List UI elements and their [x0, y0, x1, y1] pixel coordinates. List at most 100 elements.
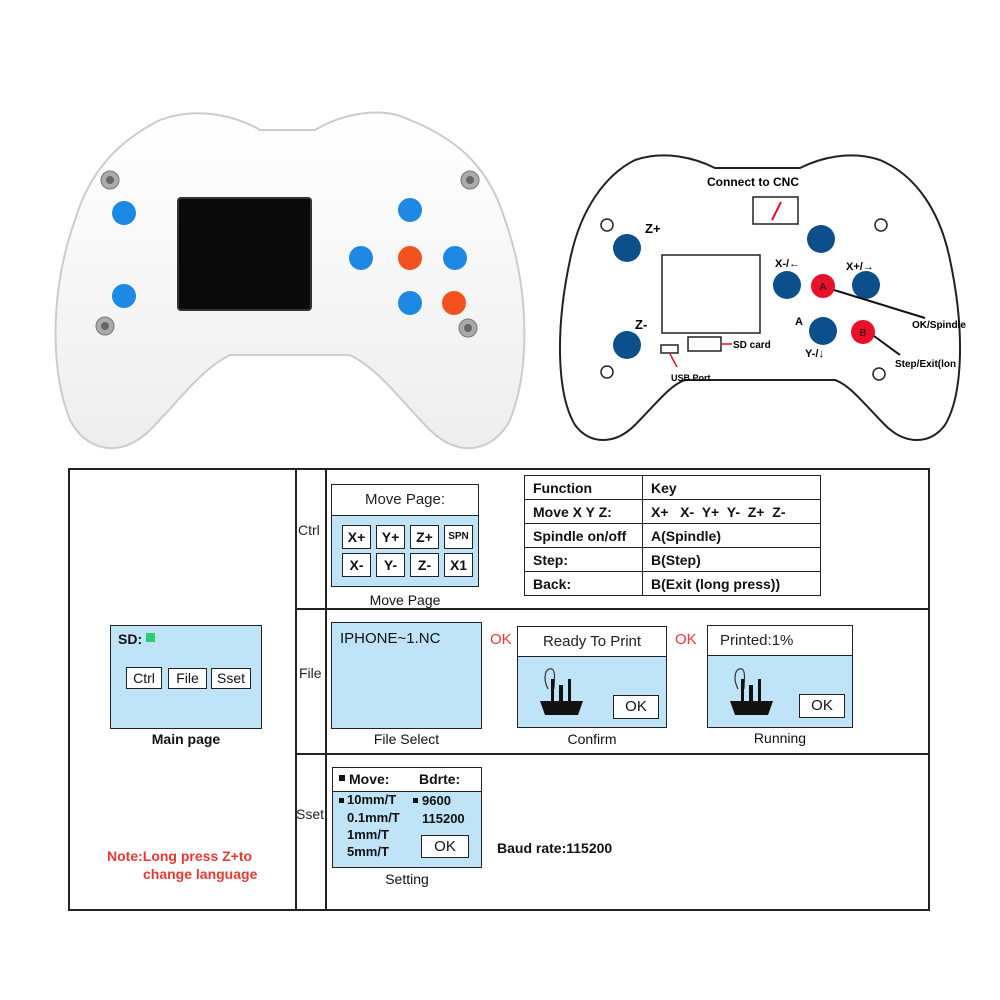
move-label: Move: — [349, 771, 390, 787]
bullet-icon — [413, 798, 418, 803]
move-option[interactable]: 0.1mm/T — [347, 810, 400, 825]
function-cell: Spindle on/off — [524, 523, 643, 548]
function-cell: Back: — [524, 571, 643, 596]
key-x-plus[interactable]: X+ — [342, 525, 371, 549]
setting-caption: Setting — [385, 871, 429, 887]
key-header: Key — [642, 475, 821, 500]
key-spn[interactable]: SPN — [444, 525, 473, 549]
key-cell: B(Step) — [642, 547, 821, 572]
diagram-button-right — [852, 271, 880, 299]
running-ok-button[interactable]: OK — [799, 694, 845, 718]
divider — [295, 753, 930, 755]
sd-card-label: SD card — [733, 340, 771, 351]
running-header: Printed:1% — [708, 626, 852, 656]
setting-header: Move: Bdrte: — [333, 768, 481, 792]
key-z-plus[interactable]: Z+ — [410, 525, 439, 549]
sd-slot — [687, 336, 722, 352]
cnc-connector — [752, 196, 799, 225]
x-minus-label: X-/← — [775, 258, 800, 270]
file-select-screen: IPHONE~1.NC — [331, 622, 482, 729]
photo-button-bottom — [398, 291, 422, 315]
table-row: Move X Y Z: X+ X- Y+ Y- Z+ Z- — [524, 499, 821, 524]
key-x1[interactable]: X1 — [444, 553, 473, 577]
controller-diagram: Connect to CNC Z+ Z- A B X-/← X+/→ A Y-/… — [559, 154, 966, 441]
key-cell: B(Exit (long press)) — [642, 571, 821, 596]
table-row: Step: B(Step) — [524, 547, 821, 572]
button-a-letter: A — [820, 282, 827, 293]
main-file-button[interactable]: File — [168, 668, 207, 689]
divider — [325, 468, 327, 911]
photo-button-a — [398, 246, 422, 270]
photo-button-z-minus — [112, 284, 136, 308]
usb-arrow — [669, 353, 678, 368]
button-b-letter: B — [860, 328, 867, 339]
note-line-1: Note:Long press Z+to — [107, 848, 253, 864]
confirm-header: Ready To Print — [518, 627, 666, 657]
photo-button-top — [398, 198, 422, 222]
confirm-caption: Confirm — [567, 731, 617, 747]
baud-option[interactable]: 115200 — [422, 811, 465, 826]
baud-option[interactable]: 9600 — [422, 793, 451, 808]
photo-button-left — [349, 246, 373, 270]
diagram-screen — [661, 254, 761, 334]
diagram-button-left — [773, 271, 801, 299]
connect-label: Connect to CNC — [707, 175, 799, 189]
diagram-button-a — [811, 274, 835, 298]
hole-icon — [872, 367, 886, 381]
photo-button-right — [443, 246, 467, 270]
divider — [295, 468, 297, 911]
diagram-button-z-minus — [613, 331, 641, 359]
table-row: Function Key — [524, 475, 821, 500]
y-minus-label: Y-/↓ — [805, 348, 824, 360]
running-caption: Running — [753, 730, 807, 746]
setting-ok-button[interactable]: OK — [421, 835, 469, 858]
sd-status-icon — [146, 633, 155, 642]
printer-icon — [540, 668, 583, 715]
move-page-screen: Move Page: X+ Y+ Z+ SPN X- Y- Z- X1 — [331, 484, 479, 587]
confirm-ok-button[interactable]: OK — [613, 695, 659, 719]
b-callout-line — [873, 335, 901, 356]
step-exit-label: Step/Exit(lon — [895, 359, 956, 370]
confirm-screen: Ready To Print OK — [517, 626, 667, 728]
file-select-caption: File Select — [373, 731, 440, 747]
controller-photo — [54, 111, 526, 449]
move-option[interactable]: 10mm/T — [347, 792, 397, 807]
key-y-minus[interactable]: Y- — [376, 553, 405, 577]
a-callout-line — [833, 289, 926, 319]
a-side-label: A — [795, 316, 803, 328]
printer-icon — [730, 668, 773, 715]
sd-label: SD: — [118, 631, 143, 647]
connect-arrow — [771, 201, 782, 221]
move-page-header: Move Page: — [332, 485, 478, 516]
diagram-button-z-plus — [613, 234, 641, 262]
lcd-screen — [177, 197, 312, 311]
key-z-minus[interactable]: Z- — [410, 553, 439, 577]
main-sset-button[interactable]: Sset — [211, 668, 251, 689]
screw-icon — [460, 170, 480, 190]
row-label-ctrl: Ctrl — [298, 522, 320, 538]
move-option[interactable]: 5mm/T — [347, 844, 389, 859]
diagram-button-y-minus — [809, 317, 837, 345]
key-y-plus[interactable]: Y+ — [376, 525, 405, 549]
ui-table — [68, 468, 930, 911]
z-plus-label: Z+ — [645, 221, 661, 236]
main-ctrl-button[interactable]: Ctrl — [126, 667, 162, 689]
screw-icon — [95, 316, 115, 336]
bullet-icon — [339, 775, 345, 781]
setting-screen: Move: Bdrte: 10mm/T 0.1mm/T 1mm/T 5mm/T … — [332, 767, 482, 868]
photo-button-b — [442, 291, 466, 315]
hole-icon — [600, 218, 614, 232]
running-screen: Printed:1% OK — [707, 625, 853, 728]
file-name[interactable]: IPHONE~1.NC — [340, 630, 441, 647]
hole-icon — [600, 365, 614, 379]
ok-arrow-2: OK — [675, 631, 697, 648]
key-x-minus[interactable]: X- — [342, 553, 371, 577]
move-option[interactable]: 1mm/T — [347, 827, 389, 842]
ok-arrow-1: OK — [490, 631, 512, 648]
ok-spindle-label: OK/Spindle — [912, 320, 966, 331]
photo-button-z-plus — [112, 201, 136, 225]
divider — [295, 608, 930, 610]
screw-icon — [100, 170, 120, 190]
hole-icon — [874, 218, 888, 232]
function-cell: Step: — [524, 547, 643, 572]
